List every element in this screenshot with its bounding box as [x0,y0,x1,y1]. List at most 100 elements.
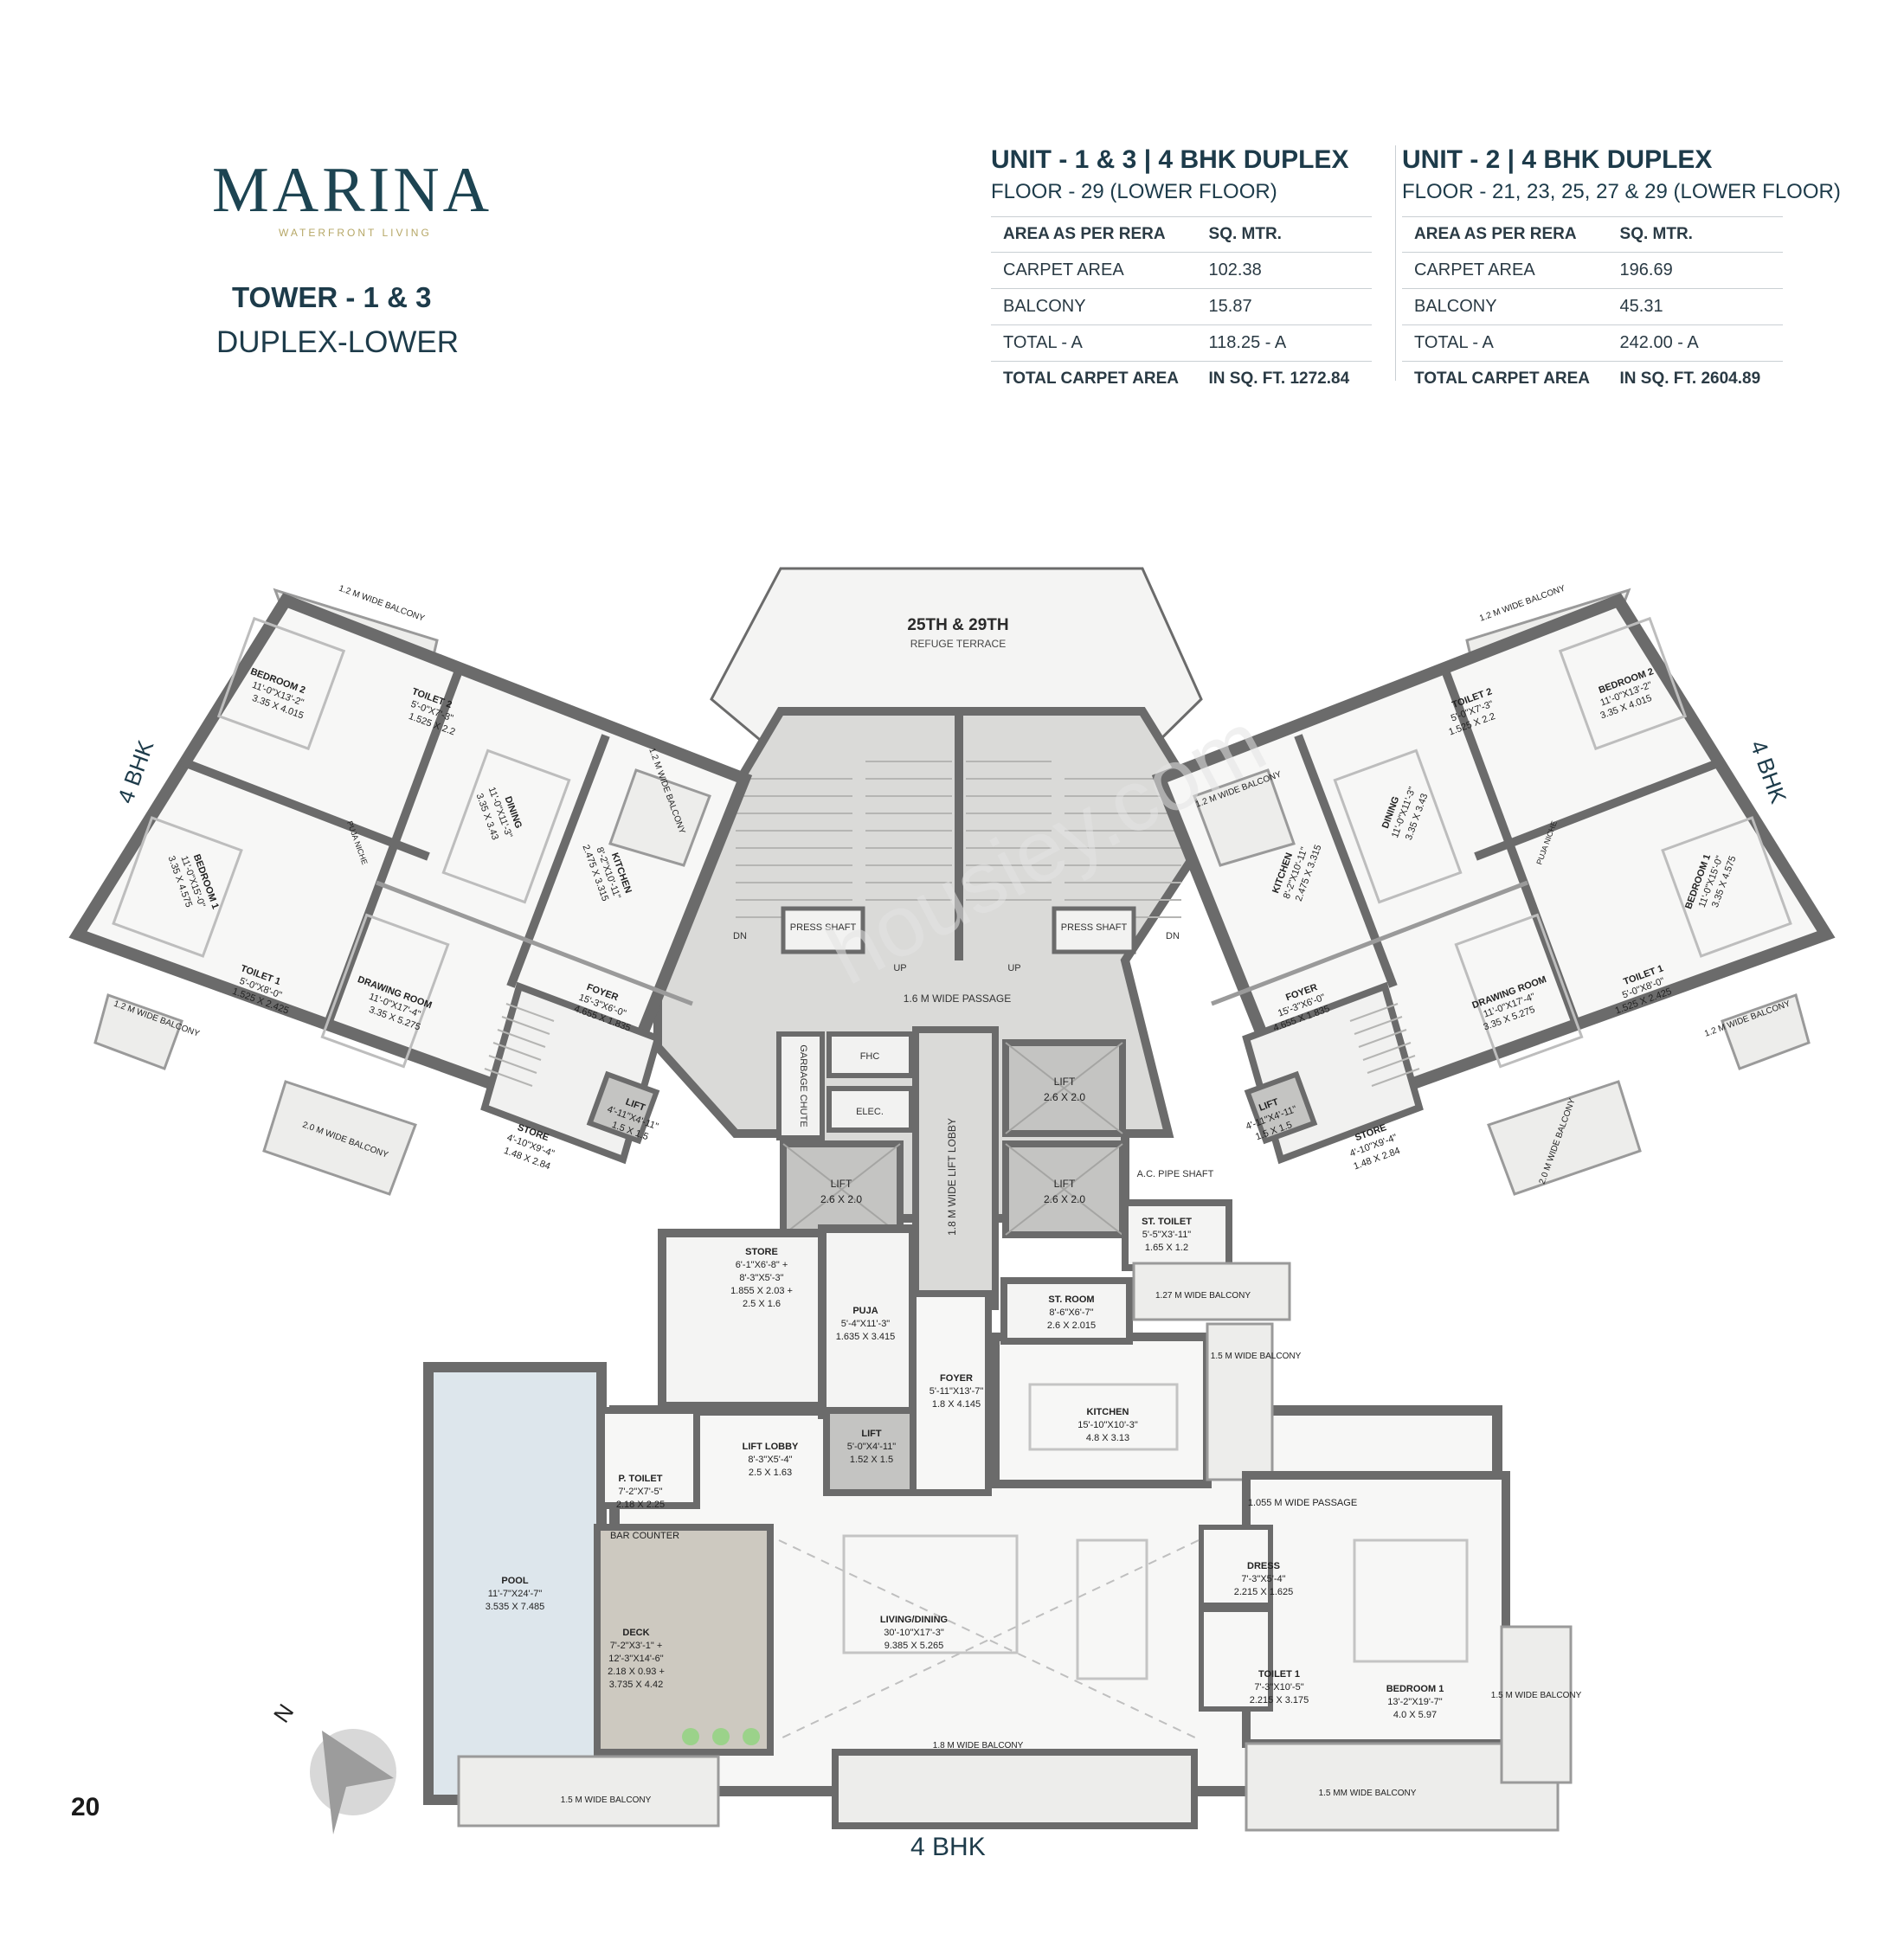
room-name: KITCHEN [1087,1407,1129,1417]
room-dim-m: 3.735 X 4.42 [609,1680,663,1690]
col-header: SQ. MTR. [1619,216,1783,253]
room-dim-m: 1.65 X 1.2 [1145,1243,1188,1253]
wing-label-right: 4 BHK [1746,736,1792,806]
room-dim-m: 1.855 X 2.03 + [730,1286,793,1296]
south-unit [423,1199,1573,1832]
unit-floor: FLOOR - 21, 23, 25, 27 & 29 (LOWER FLOOR… [1402,180,1841,203]
col-header: AREA AS PER RERA [991,216,1209,253]
room-dim: 7'-3"X5'-4" [1241,1574,1285,1584]
bottom-unit-label: 4 BHK [910,1833,986,1861]
room-dim-m: 2.6 X 2.015 [1047,1320,1096,1331]
garbage-chute [776,1031,825,1140]
room-dim-m: 2.215 X 1.625 [1234,1587,1294,1597]
room-dim-m: 2.18 X 0.93 + [608,1667,665,1677]
room-dim: 5'-0"X4'-11" [847,1442,897,1452]
wing-label-left: 4 BHK [113,736,159,806]
total-value: IN SQ. FT. 2604.89 [1619,361,1783,396]
passage-label: 1.6 M WIDE PASSAGE [904,992,1011,1005]
room-dim-m: 3.535 X 7.485 [486,1602,545,1612]
elec-label: ELEC. [856,1107,884,1117]
row-label: TOTAL - A [1402,324,1620,362]
left-wing [68,588,753,1196]
room-name: POOL [501,1576,528,1586]
press-shaft-label: PRESS SHAFT [790,922,857,933]
row-value: 242.00 - A [1619,324,1783,362]
fhc-label: FHC [860,1051,880,1062]
room-dim: 15'-10"X10'-3" [1077,1420,1138,1430]
room-name: ST. ROOM [1048,1294,1094,1305]
row-value: 102.38 [1208,252,1372,289]
stair-dn-label: DN [1166,931,1180,941]
room-name: BEDROOM 1 [1386,1684,1444,1694]
room-name: DRESS [1247,1561,1280,1571]
room-dim-m: 1.8 X 4.145 [932,1399,981,1410]
unit-floor: FLOOR - 29 (LOWER FLOOR) [991,180,1277,203]
room-dim: 13'-2"X19'-7" [1387,1697,1442,1707]
garbage-label: GARBAGE CHUTE [798,1044,808,1127]
unit-1-3-area-table: UNIT - 1 & 3 | 4 BHK DUPLEX FLOOR - 29 (… [991,145,1372,396]
room-dim-m: 2.5 X 1.63 [749,1468,792,1478]
room-dim-m: 2.18 X 2.25 [616,1500,665,1510]
room-dim: 8'-3"X5'-4" [748,1455,792,1465]
room-dim: 5'-11"X13'-7" [929,1386,984,1397]
refuge-sub: REFUGE TERRACE [910,638,1006,650]
row-label: CARPET AREA [991,252,1209,289]
unit-title: UNIT - 1 & 3 | 4 BHK DUPLEX [991,145,1349,174]
room-dim: 11'-7"X24'-7" [488,1589,543,1599]
room-dim-m: 9.385 X 5.265 [884,1641,944,1651]
col-header: AREA AS PER RERA [1402,216,1620,253]
press-shaft-left [781,906,865,954]
room-dim-m: 4.0 X 5.97 [1393,1710,1437,1720]
unit-title: UNIT - 2 | 4 BHK DUPLEX [1402,145,1713,174]
table-divider [1395,145,1396,381]
row-label: BALCONY [1402,288,1620,325]
press-shaft-label: PRESS SHAFT [1061,922,1128,933]
total-label: TOTAL CARPET AREA [991,361,1209,396]
room-dim: 30'-10"X17'-3" [884,1628,944,1638]
room-name: STORE [745,1247,778,1257]
room-name: LIFT [861,1429,881,1439]
north-label: N [268,1699,299,1728]
room-dim-m: 2.215 X 3.175 [1250,1695,1309,1706]
lift-size: 2.6 X 2.0 [820,1193,862,1205]
room-dim-m: 2.5 X 1.6 [743,1299,781,1309]
tower-title: TOWER - 1 & 3 [232,281,432,313]
room-name: TOILET 1 [1258,1669,1300,1680]
balcony-label: 1.5 MM WIDE BALCONY [1319,1789,1417,1798]
room-dim-m: 1.635 X 3.415 [836,1332,896,1342]
lift-size: 2.6 X 2.0 [1044,1193,1085,1205]
room-dim: 7'-3"X10'-5" [1254,1682,1303,1693]
room-dim: 7'-2"X7'-5" [618,1487,662,1497]
total-label: TOTAL CARPET AREA [1402,361,1620,396]
bar-counter-label: BAR COUNTER [610,1531,679,1541]
lift-lobby-label: 1.8 M WIDE LIFT LOBBY [946,1118,958,1236]
balcony-label: 1.5 M WIDE BALCONY [561,1795,652,1805]
lift-label: LIFT [1054,1178,1076,1190]
ac-shaft-label: A.C. PIPE SHAFT [1137,1169,1214,1179]
lift-label: LIFT [1054,1076,1076,1088]
balcony-label: 1.27 M WIDE BALCONY [1155,1291,1251,1301]
room-name: FOYER [940,1373,973,1384]
col-header: SQ. MTR. [1208,216,1372,253]
lift-size: 2.6 X 2.0 [1044,1091,1085,1103]
room-name: LIFT LOBBY [743,1442,799,1452]
brand-logo: MARINA [212,155,493,226]
north-arrow: N [268,1699,396,1834]
room-dim-m: 4.8 X 3.13 [1086,1433,1129,1443]
page-number: 20 [71,1793,100,1821]
row-value: 118.25 - A [1208,324,1372,362]
stair-up-label: UP [893,963,906,973]
room-name: LIVING/DINING [880,1615,948,1625]
fhc [827,1031,914,1078]
refuge-title: 25TH & 29TH [907,616,1008,634]
balcony-label: 1.5 M WIDE BALCONY [1491,1691,1582,1700]
lift-lobby [912,1026,999,1310]
south-unit-labels: STORE 6'-1"X6'-8" + 8'-3"X5'-3" 1.855 X … [486,1217,1582,1805]
plan-type: DUPLEX-LOWER [216,325,460,359]
unit-2-area-table: UNIT - 2 | 4 BHK DUPLEX FLOOR - 21, 23, … [1402,145,1841,396]
room-dim: 12'-3"X14'-6" [608,1654,663,1664]
room-dim: 7'-2"X3'-1" + [610,1641,663,1651]
